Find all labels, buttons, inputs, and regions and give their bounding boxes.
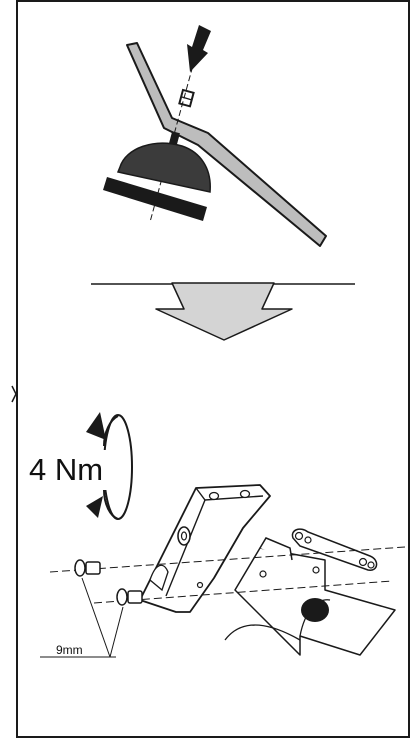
screw-upper — [74, 559, 101, 577]
screw-lower — [116, 588, 143, 606]
alignment-lines — [49, 546, 406, 604]
link-plate — [291, 528, 378, 571]
rotation-arrows-icon — [24, 412, 133, 520]
step-arrow-icon — [91, 282, 355, 341]
torque-label: 4 Nm — [29, 452, 103, 487]
insertion-arrow-icon — [187, 25, 211, 72]
bracket — [139, 484, 271, 613]
dome-pad — [103, 131, 211, 221]
bolt — [178, 88, 195, 108]
mounting-clamp — [224, 537, 396, 656]
side-mark — [11, 385, 17, 403]
dimension-label: 9mm — [56, 643, 83, 657]
dimension-leader — [40, 577, 124, 658]
